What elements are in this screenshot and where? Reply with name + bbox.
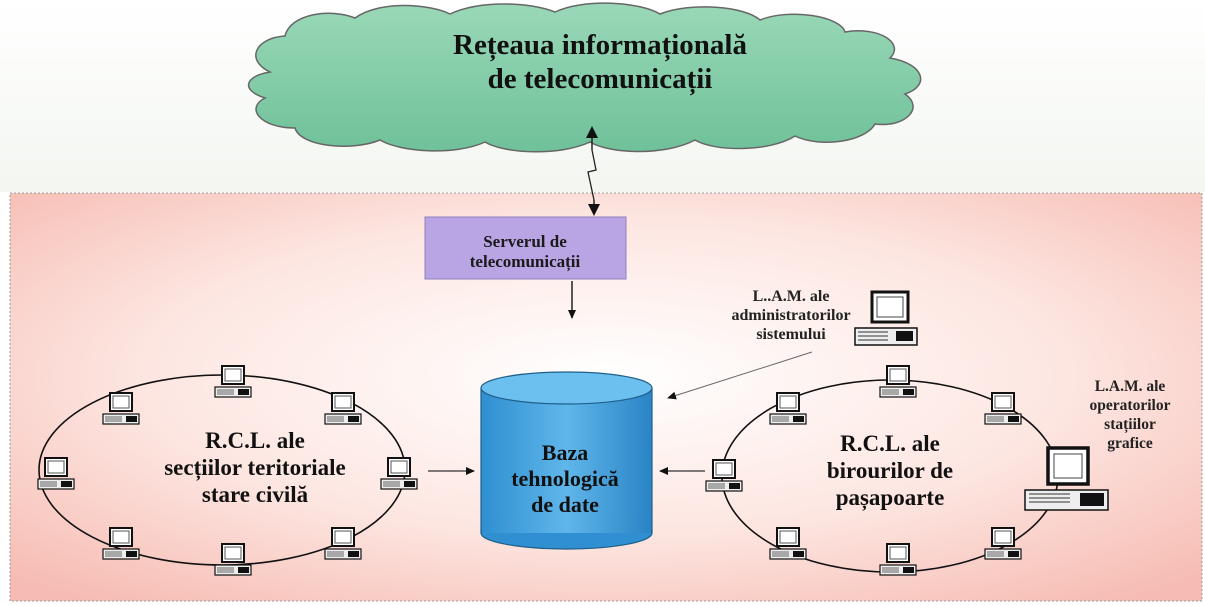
left-ring-label: R.C.L. ale secțiilor teritoriale stare c…	[130, 427, 380, 508]
right-ring-label-line: birourilor de	[826, 458, 954, 484]
admin-label-line: administratorilor	[731, 306, 851, 324]
operator-label-line: stațiilor	[1104, 415, 1156, 433]
admin-workstation-label: L..A.M. ale administratorilor sistemului	[710, 288, 872, 345]
network-cloud	[247, 2, 922, 153]
right-ring-label-line: pașapoarte	[835, 485, 945, 511]
cloud-label: Rețeaua informațională de telecomunicați…	[380, 28, 820, 96]
server-label: Serverul de telecomunicații	[425, 232, 625, 272]
database-label-line: de date	[531, 491, 599, 517]
admin-label-line: sistemului	[756, 325, 826, 343]
right-ring-label: R.C.L. ale birourilor de pașapoarte	[790, 430, 990, 511]
left-ring-label-line: secțiilor teritoriale	[164, 455, 346, 481]
left-ring-label-line: R.C.L. ale	[205, 428, 305, 453]
right-ring-label-line: R.C.L. ale	[840, 431, 940, 456]
database-label-line: Baza	[541, 440, 589, 465]
operator-workstation-icon	[1024, 446, 1109, 511]
operator-label-line: L.A.M. ale	[1094, 378, 1166, 395]
database-cylinder	[480, 371, 653, 550]
wireless-link	[587, 149, 597, 201]
database-label: Baza tehnologică de date	[470, 440, 660, 518]
telecom-server-box	[424, 216, 627, 280]
left-ring-label-line: stare civilă	[201, 482, 309, 508]
operator-workstation-label: L.A.M. ale operatorilor stațiilor grafic…	[1060, 378, 1200, 454]
operator-label-line: grafice	[1107, 434, 1153, 452]
cloud-label-line: de telecomunicații	[487, 63, 713, 96]
server-label-line: telecomunicații	[469, 252, 581, 272]
admin-label-line: L..A.M. ale	[752, 288, 830, 305]
cloud-label-line: Rețeaua informațională	[453, 29, 747, 61]
server-label-line: Serverul de	[483, 232, 567, 251]
operator-label-line: operatorilor	[1089, 396, 1171, 414]
admin-workstation-icon	[854, 290, 918, 346]
database-label-line: tehnologică	[511, 465, 619, 491]
